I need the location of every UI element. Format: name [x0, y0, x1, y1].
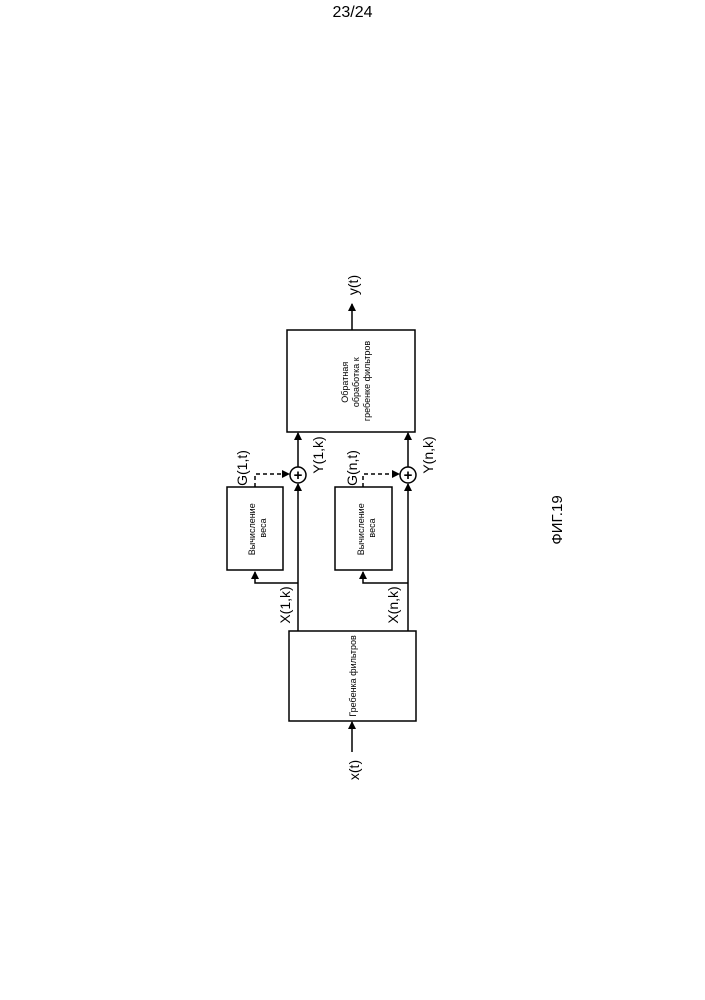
figure-caption: ФИГ.19 [549, 495, 566, 544]
channel-n-branch [363, 572, 408, 583]
g1t-label: G(1,t) [234, 450, 250, 486]
filter-bank-label: Гребенка фильтров [348, 635, 358, 717]
g1t-dashed-arrow [255, 474, 289, 487]
weight-calc-n-label: Вычисление веса [356, 501, 377, 555]
gnt-label: G(n,t) [344, 450, 360, 486]
channel-1-branch [255, 572, 298, 583]
adder-1-symbol: + [294, 467, 303, 484]
x1k-label: X(1,k) [277, 586, 293, 623]
weight-calc-1-label: Вычисление веса [247, 501, 268, 555]
ynk-label: Y(n,k) [420, 436, 436, 473]
adder-n-symbol: + [404, 467, 413, 484]
input-signal-label: x(t) [346, 760, 362, 780]
output-signal-label: y(t) [345, 275, 361, 295]
y1k-label: Y(1,k) [310, 436, 326, 473]
gnt-dashed-arrow [363, 474, 399, 487]
inverse-processing-label: Обратная обработка к гребенке фильтров [340, 341, 372, 422]
xnk-label: X(n,k) [385, 586, 401, 623]
